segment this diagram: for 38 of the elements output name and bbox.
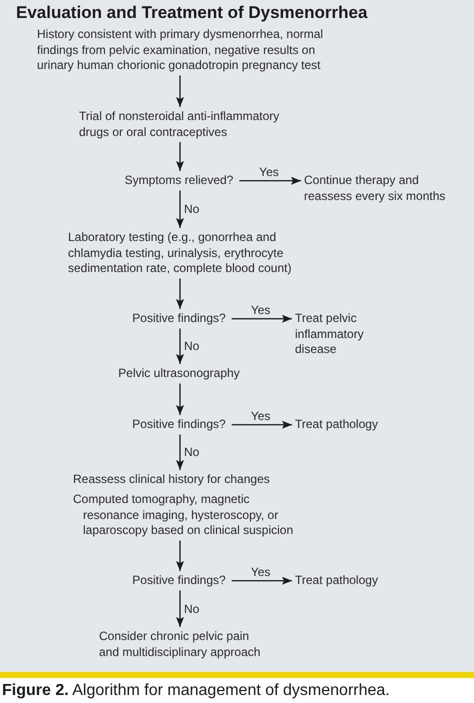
arrow: [176, 190, 184, 228]
arrow: [232, 420, 292, 429]
edge-label: Yes: [258, 164, 280, 179]
outcome-text: Treat pathology: [295, 417, 378, 432]
edge-label: No: [183, 339, 200, 354]
step-text: Computed tomography, magnetic resonance imaging, hysteroscopy, or laparoscopy based on clinical suspicion: [73, 492, 307, 538]
edge-label: Yes: [250, 564, 272, 579]
arrow: [176, 278, 184, 309]
step-text: Laboratory testing (e.g., gonorrhea and chlamydia testing, urinalysis, erythrocyte sedimentation rate, complete blood count): [68, 230, 300, 276]
decision-text: Positive findings?: [132, 417, 226, 432]
arrow: [232, 314, 292, 323]
decision-text: Symptoms relieved?: [124, 173, 234, 188]
decision-text: Positive findings?: [132, 311, 226, 326]
step-text: Reassess clinical history for changes: [73, 472, 270, 488]
arrow: [176, 328, 184, 364]
outcome-text: Continue therapy and reassess every six months: [304, 173, 449, 204]
step-text: Trial of nonsteroidal anti-inflammatory drugs or oral contraceptives: [79, 109, 291, 140]
arrow: [176, 540, 184, 571]
outcome-text: Treat pelvic inflammatory disease: [295, 311, 395, 358]
outcome-text: Treat pathology: [295, 573, 378, 588]
edge-label: No: [183, 602, 200, 616]
arrow: [176, 590, 184, 627]
diagram-title: Evaluation and Treatment of Dysmenorrhea: [16, 2, 368, 23]
decision-text: Positive findings?: [132, 573, 226, 588]
arrow: [176, 76, 184, 107]
arrow: [176, 384, 184, 415]
edge-label: No: [183, 202, 200, 216]
arrow: [176, 434, 184, 470]
edge-label: Yes: [250, 408, 272, 423]
arrow: [239, 176, 301, 185]
arrow: [232, 576, 292, 585]
step-text: Consider chronic pelvic pain and multidisciplinary approach: [99, 629, 267, 660]
arrow: [176, 142, 184, 171]
edge-label: No: [183, 445, 200, 460]
edge-label: Yes: [250, 302, 272, 317]
step-text: Pelvic ultrasonography: [118, 366, 240, 382]
figure-caption: Figure 2. Algorithm for management of dysmenorrhea.: [2, 681, 390, 701]
step-text: History consistent with primary dysmenorrhea, normal findings from pelvic examination, negative results on urinary human chorionic gonadotropin pregnancy test: [37, 27, 329, 74]
